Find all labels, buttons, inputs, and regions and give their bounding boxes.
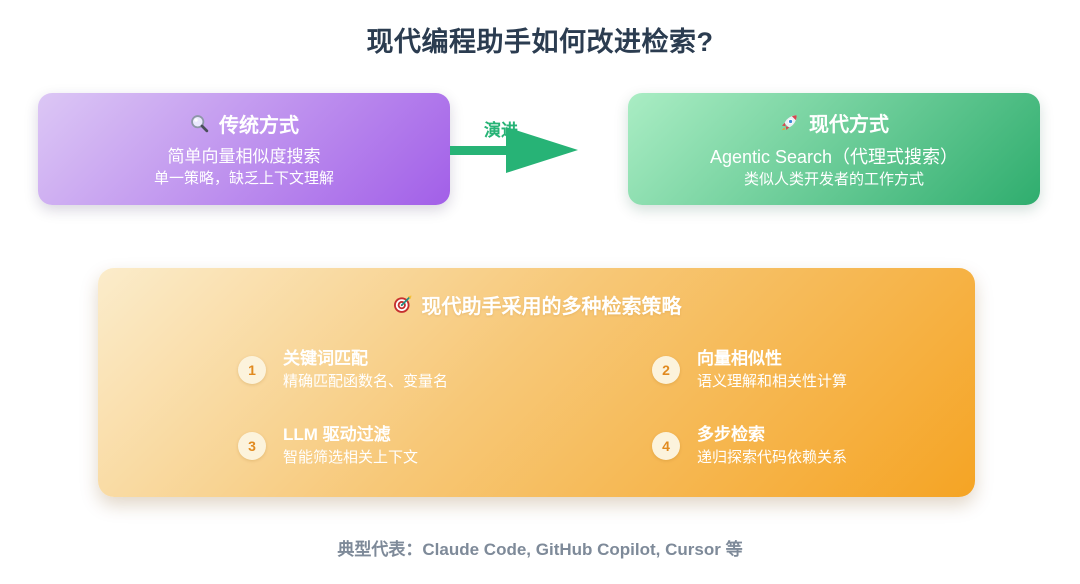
traditional-way-box: 传统方式 简单向量相似度搜索 单一策略，缺乏上下文理解 — [38, 93, 450, 205]
strategy-desc: 语义理解和相关性计算 — [697, 373, 848, 391]
rocket-icon — [779, 112, 800, 133]
strategy-title: 多步检索 — [697, 425, 765, 444]
strategy-item-llm-filter: 3 LLM 驱动过滤 智能筛选相关上下文 — [238, 424, 578, 468]
strategy-item-multi-step: 4 多步检索 递归探索代码依赖关系 — [652, 424, 992, 468]
strategies-panel-title: 现代助手采用的多种检索策略 — [421, 296, 682, 318]
modern-way-title: 现代方式 — [809, 113, 889, 136]
typical-examples-caption: 典型代表：Claude Code, GitHub Copilot, Cursor… — [337, 540, 743, 559]
page-title: 现代编程助手如何改进检索? — [366, 27, 714, 57]
traditional-way-line2: 单一策略，缺乏上下文理解 — [153, 170, 334, 188]
traditional-way-line1: 简单向量相似度搜索 — [167, 146, 321, 166]
traditional-way-heading: 传统方式 — [189, 109, 299, 138]
modern-way-box: 现代方式 Agentic Search（代理式搜索） 类似人类开发者的工作方式 — [628, 93, 1040, 205]
strategy-desc: 精确匹配函数名、变量名 — [283, 373, 449, 391]
strategy-text: LLM 驱动过滤 智能筛选相关上下文 — [283, 424, 418, 468]
traditional-way-title: 传统方式 — [219, 114, 299, 137]
strategy-number-badge: 1 — [238, 356, 266, 385]
strategies-panel-heading: 现代助手采用的多种检索策略 — [98, 290, 975, 319]
strategy-text: 关键词匹配 精确匹配函数名、变量名 — [283, 348, 448, 392]
strategy-desc: 智能筛选相关上下文 — [283, 449, 419, 467]
strategy-title: LLM 驱动过滤 — [283, 425, 391, 444]
magnifier-icon — [189, 113, 210, 134]
modern-way-heading: 现代方式 — [779, 108, 889, 137]
target-icon — [392, 294, 413, 315]
modern-way-line1: Agentic Search（代理式搜索） — [709, 146, 959, 167]
strategy-text: 多步检索 递归探索代码依赖关系 — [697, 424, 847, 468]
strategy-desc: 递归探索代码依赖关系 — [697, 449, 848, 467]
strategy-title: 关键词匹配 — [283, 349, 368, 368]
strategy-item-vector-similarity: 2 向量相似性 语义理解和相关性计算 — [652, 348, 992, 392]
strategies-panel: 现代助手采用的多种检索策略 1 关键词匹配 精确匹配函数名、变量名 2 向量相似… — [98, 268, 975, 497]
strategy-number-badge: 4 — [652, 432, 680, 461]
evolution-arrow-head-icon — [506, 127, 578, 173]
strategy-text: 向量相似性 语义理解和相关性计算 — [697, 348, 847, 392]
strategy-number-badge: 3 — [238, 432, 266, 461]
strategy-title: 向量相似性 — [697, 349, 782, 368]
evolution-arrow-shaft — [450, 146, 522, 155]
strategy-item-keyword-match: 1 关键词匹配 精确匹配函数名、变量名 — [238, 348, 578, 392]
modern-way-line2: 类似人类开发者的工作方式 — [743, 171, 924, 189]
strategy-number-badge: 2 — [652, 356, 680, 385]
